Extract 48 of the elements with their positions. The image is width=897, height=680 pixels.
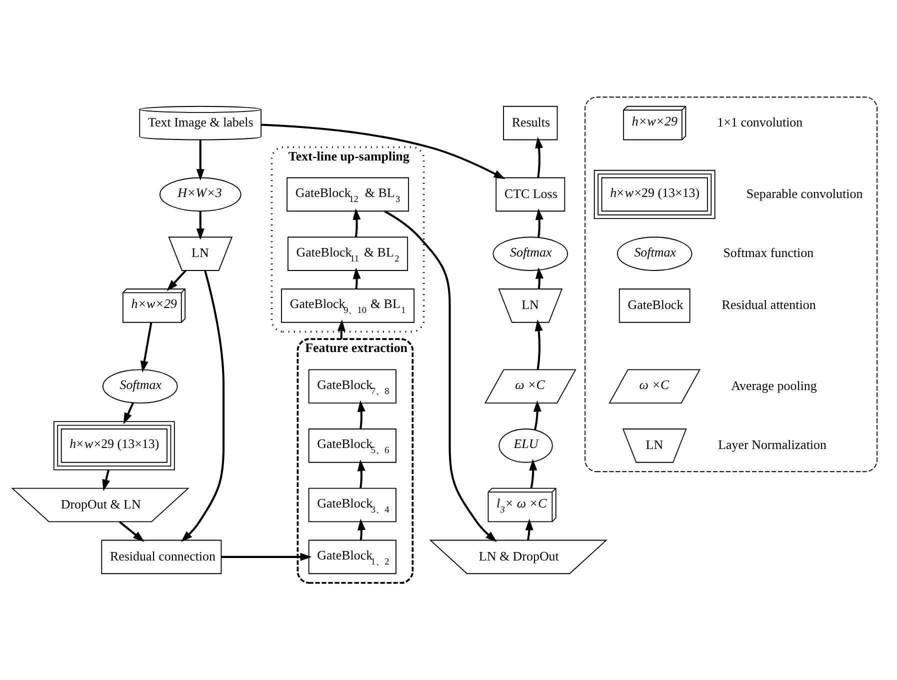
- arrow: [118, 520, 144, 542]
- arrow: [357, 460, 366, 488]
- node-label: Average pooling: [731, 378, 817, 393]
- node-box: GateBlock: [618, 288, 690, 323]
- node-box: GateBlock$_{12}$ & BL$_{3}$: [286, 177, 409, 212]
- arrow: [196, 140, 204, 181]
- node-ellipse: Softmax: [492, 236, 568, 271]
- arrow: [352, 208, 361, 238]
- node-ellipse: Softmax: [102, 369, 178, 404]
- node-box: GateBlock$_{1、2}$: [308, 540, 396, 574]
- node-ellipse: ELU: [498, 428, 553, 463]
- arrow: [525, 518, 534, 540]
- arrow: [357, 518, 366, 540]
- node-box: Results: [503, 106, 558, 140]
- node-ellipse: Softmax: [616, 236, 692, 271]
- node-ellipse: H×W×3: [160, 177, 242, 212]
- node-box: CTC Loss: [496, 177, 566, 212]
- node-box: GateBlock$_{9、10}$ & BL$_{1}$: [281, 288, 415, 323]
- arrow: [166, 270, 186, 292]
- arrow: [533, 400, 542, 430]
- arrow: [529, 458, 538, 488]
- node-box: h×w×29 (13×13): [53, 421, 175, 470]
- arrow: [196, 211, 204, 240]
- node-label: Residual attention: [722, 297, 816, 312]
- node-box: GateBlock$_{7、8}$: [308, 369, 396, 404]
- arrow: [180, 270, 225, 542]
- arrow: [384, 210, 497, 542]
- node-box: GateBlock$_{5、6}$: [308, 428, 396, 463]
- arrow: [535, 208, 544, 238]
- arrow: [222, 552, 312, 561]
- arrow: [352, 267, 361, 289]
- arrow: [535, 136, 544, 178]
- arrow: [535, 267, 544, 289]
- node-label: Layer Normalization: [718, 437, 826, 452]
- node-label: 1×1 convolution: [717, 114, 803, 130]
- arrow: [261, 124, 506, 180]
- arrow: [102, 470, 110, 492]
- node-box: GateBlock$_{11}$ & BL$_{2}$: [288, 236, 408, 271]
- node-box: Residual connection: [101, 540, 222, 574]
- node-box: h×w×29 (13×13): [594, 170, 716, 220]
- arrow: [140, 322, 152, 373]
- node-label: Softmax function: [723, 245, 814, 260]
- node-label: Separable convolution: [746, 186, 863, 201]
- cluster: [584, 96, 878, 472]
- arrow: [357, 400, 366, 429]
- arrow: [534, 320, 543, 370]
- node-box: GateBlock$_{3、4}$: [308, 488, 396, 522]
- arrow: [123, 402, 134, 424]
